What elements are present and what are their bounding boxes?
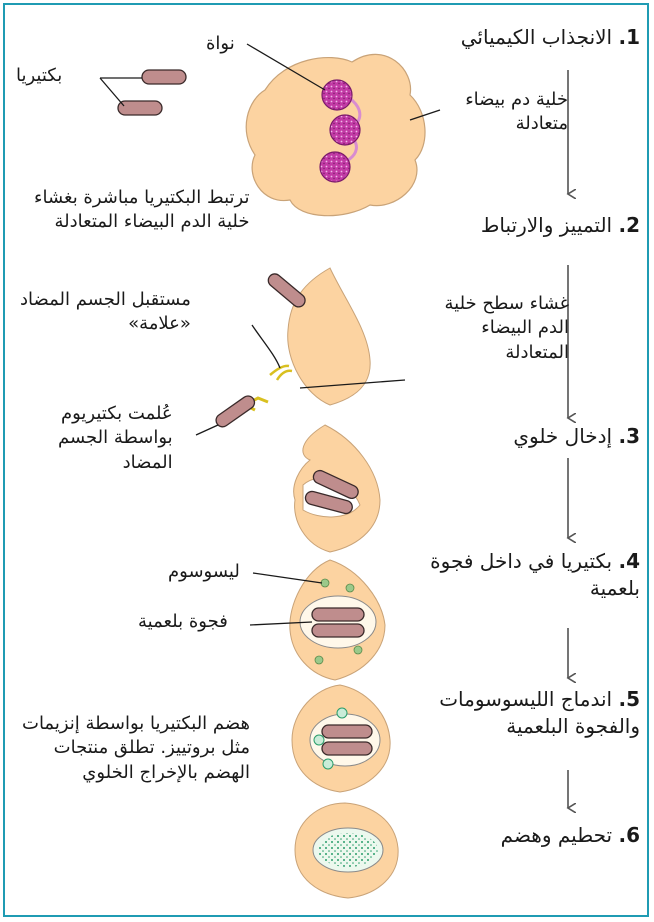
- label-vacuole: فجوة بلعمية: [138, 610, 228, 634]
- step-3: 3. إدخال خلوي: [513, 423, 640, 450]
- cell-stage5: [292, 685, 390, 792]
- cell-stage4: [290, 560, 385, 680]
- bacteria-stage1: [118, 70, 186, 115]
- cell-stage3: [294, 425, 380, 552]
- step-6: 6. تحطيم وهضم: [501, 822, 640, 849]
- step-1: 1. الانجذاب الكيميائي: [461, 24, 640, 51]
- neutrophil-cell-stage1: [246, 54, 425, 215]
- antibody-tag: [214, 393, 268, 429]
- step-2: 2. التمييز والارتباط: [481, 212, 640, 239]
- label-nucleus: نواة: [206, 32, 235, 56]
- cell-stage6: [295, 803, 398, 898]
- label-receptor: مستقبل الجسم المضاد«علامة»: [20, 288, 191, 337]
- label-bacteria: بكتيريا: [16, 64, 62, 88]
- label-lysosome: ليسوسوم: [168, 560, 240, 584]
